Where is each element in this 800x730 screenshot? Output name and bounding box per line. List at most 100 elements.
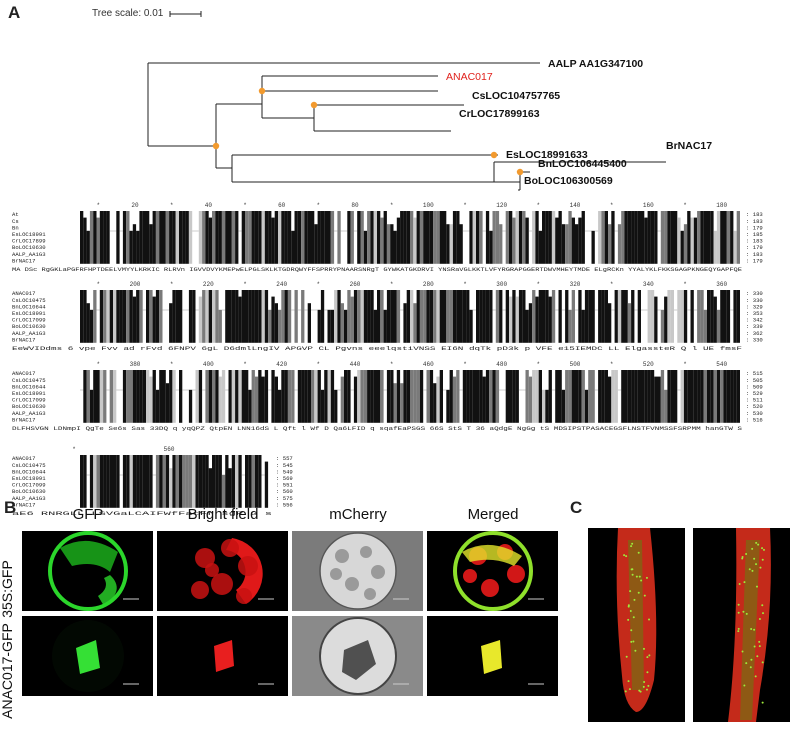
gfp-dot — [625, 555, 628, 558]
alignment-shade — [690, 290, 694, 343]
alignment-shade — [621, 211, 625, 264]
alignment-shade — [548, 370, 552, 423]
alignment-seq-name: CsLOC10475 — [12, 462, 46, 469]
gfp-dot — [623, 554, 626, 557]
alignment-seq-name: EsLOC18991 — [12, 231, 46, 238]
alignment-seq-count: : 575 — [276, 495, 293, 502]
alignment-shade — [86, 303, 90, 343]
alignment-shade — [535, 370, 539, 423]
alignment-shade — [297, 370, 302, 423]
alignment-shade — [221, 211, 226, 264]
alignment-shade — [314, 370, 318, 423]
alignment-shade — [604, 211, 608, 264]
alignment-seq-count: : 342 — [746, 317, 763, 324]
alignment-shade — [132, 224, 137, 264]
alignment-shade — [327, 211, 331, 264]
alignment-shade — [614, 290, 618, 343]
alignment-shade — [634, 370, 638, 423]
alignment-shade — [416, 370, 420, 423]
alignment-shade — [258, 370, 262, 423]
alignment-shade — [677, 290, 681, 343]
alignment-shade — [505, 370, 509, 423]
alignment-shade — [278, 309, 282, 343]
alignment-shade — [202, 211, 206, 264]
mcherry-nucleus-signal — [214, 640, 234, 672]
alignment-shade — [542, 389, 546, 423]
alignment-shade — [565, 224, 569, 264]
alignment-shade — [726, 290, 731, 343]
alignment-shade — [436, 376, 440, 423]
gfp-dot — [630, 545, 633, 548]
alignment-shade — [505, 290, 509, 343]
alignment-shade — [334, 290, 338, 343]
alignment-shade — [136, 230, 140, 264]
alignment-shade — [363, 370, 368, 423]
alignment-shade — [664, 296, 668, 343]
alignment-shade — [380, 290, 384, 343]
alignment-shade — [93, 211, 97, 264]
merged-chloroplast — [481, 579, 499, 597]
alignment-seq-name: EsLOC18991 — [12, 310, 46, 317]
alignment-shade — [495, 290, 500, 343]
alignment-seq-count: : 179 — [746, 224, 763, 231]
alignment-shade — [149, 224, 153, 264]
alignment-shade — [479, 290, 483, 343]
alignment-shade — [169, 211, 173, 264]
alignment-seq-count: : 509 — [746, 383, 763, 390]
alignment-shade — [248, 211, 252, 264]
alignment-shade — [456, 211, 460, 264]
gfp-dot — [631, 573, 634, 576]
alignment-shade — [439, 290, 443, 343]
alignment-shade — [182, 211, 186, 264]
alignment-shade — [304, 370, 308, 423]
alignment-shade — [499, 290, 503, 343]
alignment-shade — [522, 290, 526, 343]
alignment-seq-count: : 529 — [746, 390, 763, 397]
alignment-shade — [680, 290, 684, 343]
alignment-shade — [660, 211, 665, 264]
alignment-shade — [565, 370, 569, 423]
alignment-shade — [99, 455, 104, 508]
alignment-shade — [212, 290, 216, 343]
alignment-shade — [317, 211, 321, 264]
alignment-shade — [637, 290, 641, 343]
alignment-shade — [218, 376, 222, 423]
alignment-shade — [122, 290, 127, 343]
alignment-shade — [155, 211, 160, 264]
alignment-shade — [650, 211, 655, 264]
alignment-shade — [433, 383, 437, 423]
alignment-shade — [532, 211, 536, 264]
alignment-shade — [268, 211, 272, 264]
merged-chloroplast — [507, 565, 525, 583]
alignment-shade — [228, 290, 232, 343]
alignment-shade — [690, 217, 694, 264]
alignment-shade — [575, 370, 579, 423]
alignment-shade — [677, 217, 681, 264]
alignment-shade — [172, 455, 176, 508]
alignment-shade — [340, 376, 344, 423]
alignment-ruler-star: * — [72, 446, 76, 453]
alignment-shade — [614, 370, 618, 423]
gfp-dot — [638, 575, 641, 578]
alignment-shade — [683, 290, 688, 343]
alignment-shade — [601, 211, 605, 264]
alignment-seq-count: : 329 — [746, 303, 763, 310]
alignment-shade — [515, 370, 519, 423]
alignment-ruler-tick: 100 — [423, 202, 434, 209]
alignment-shade — [396, 217, 401, 264]
alignment-ruler-tick: 520 — [643, 361, 654, 368]
alignment-shade — [555, 370, 559, 423]
alignment-ruler-star: * — [243, 202, 247, 209]
alignment-shade — [126, 370, 130, 423]
gfp-dot — [753, 557, 756, 560]
alignment-shade — [301, 211, 305, 264]
gfp-dot — [642, 685, 645, 688]
alignment-shade — [80, 290, 84, 343]
alignment-shade — [198, 370, 203, 423]
alignment-shade — [284, 211, 288, 264]
alignment-shade — [258, 455, 262, 508]
alignment-shade — [136, 290, 140, 343]
alignment-ruler-star: * — [683, 281, 687, 288]
gfp-dot — [755, 585, 758, 588]
